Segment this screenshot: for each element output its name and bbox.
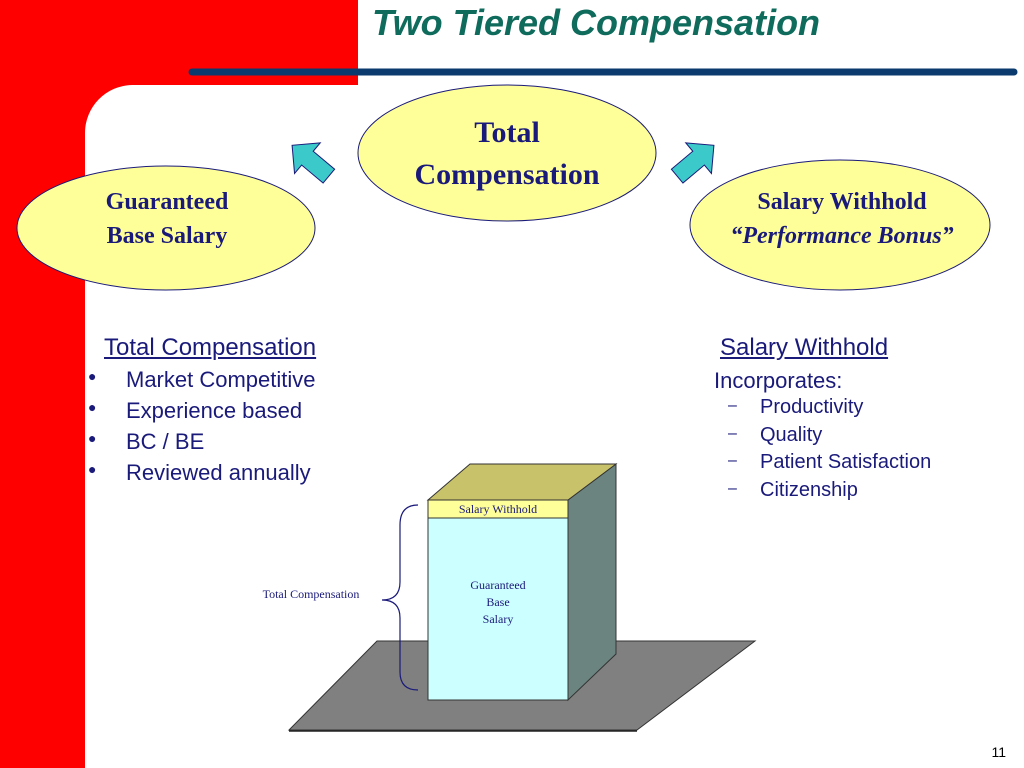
left-arrow-icon [291,142,336,184]
guaranteed-ellipse-line2: Base Salary [106,223,228,249]
guaranteed-base-salary-ellipse-label: Guaranteed Base Salary [40,185,294,253]
box-salary-withhold-label: Salary Withhold [458,502,538,516]
list-item: Market Competitive [88,367,316,398]
list-item: BC / BE [88,429,316,460]
list-item: Citizenship [714,479,931,507]
total-compensation-ellipse-label: Total Compensation [380,112,634,196]
list-item: Productivity [714,396,931,424]
total-compensation-ellipse [357,84,657,222]
right-arrow-icon [670,142,715,184]
salary-withhold-heading: Salary Withhold [720,334,889,361]
total-compensation-ellipse-line2: Compensation [414,158,600,191]
performance-bonus-ellipse-line2: “Performance Bonus” [730,223,954,249]
total-compensation-brace [381,504,419,691]
list-item: Patient Satisfaction [714,451,931,479]
box-body-line2: Base [486,595,510,609]
box-guaranteed-base-salary-label: Guaranteed Base Salary [428,577,568,628]
total-compensation-ellipse-line1: Total [474,116,540,149]
guaranteed-ellipse-line1: Guaranteed [105,189,229,215]
salary-withhold-ellipse-line1: Salary Withhold [757,189,927,215]
total-compensation-heading: Total Compensation [104,334,317,361]
guaranteed-base-salary-ellipse [16,165,316,291]
total-compensation-bullet-list: Market Competitive Experience based BC /… [88,367,316,491]
box-body-line3: Salary [482,612,514,626]
salary-withhold-item-list: Productivity Quality Patient Satisfactio… [714,396,931,506]
list-item: Experience based [88,398,316,429]
brace-total-compensation-label: Total Compensation [262,587,360,601]
incorporates-label: Incorporates: [714,368,843,393]
list-item: Reviewed annually [88,460,316,491]
red-side-band [0,0,358,768]
salary-withhold-ellipse-label: Salary Withhold “Performance Bonus” [700,185,984,253]
box-body-line1: Guaranteed [470,578,526,592]
list-item: Quality [714,424,931,452]
page-number: 11 [991,744,1006,760]
salary-withhold-ellipse [689,159,991,291]
slide-title: Two Tiered Compensation [372,2,821,43]
box-guaranteed-base-salary-face [427,517,569,701]
